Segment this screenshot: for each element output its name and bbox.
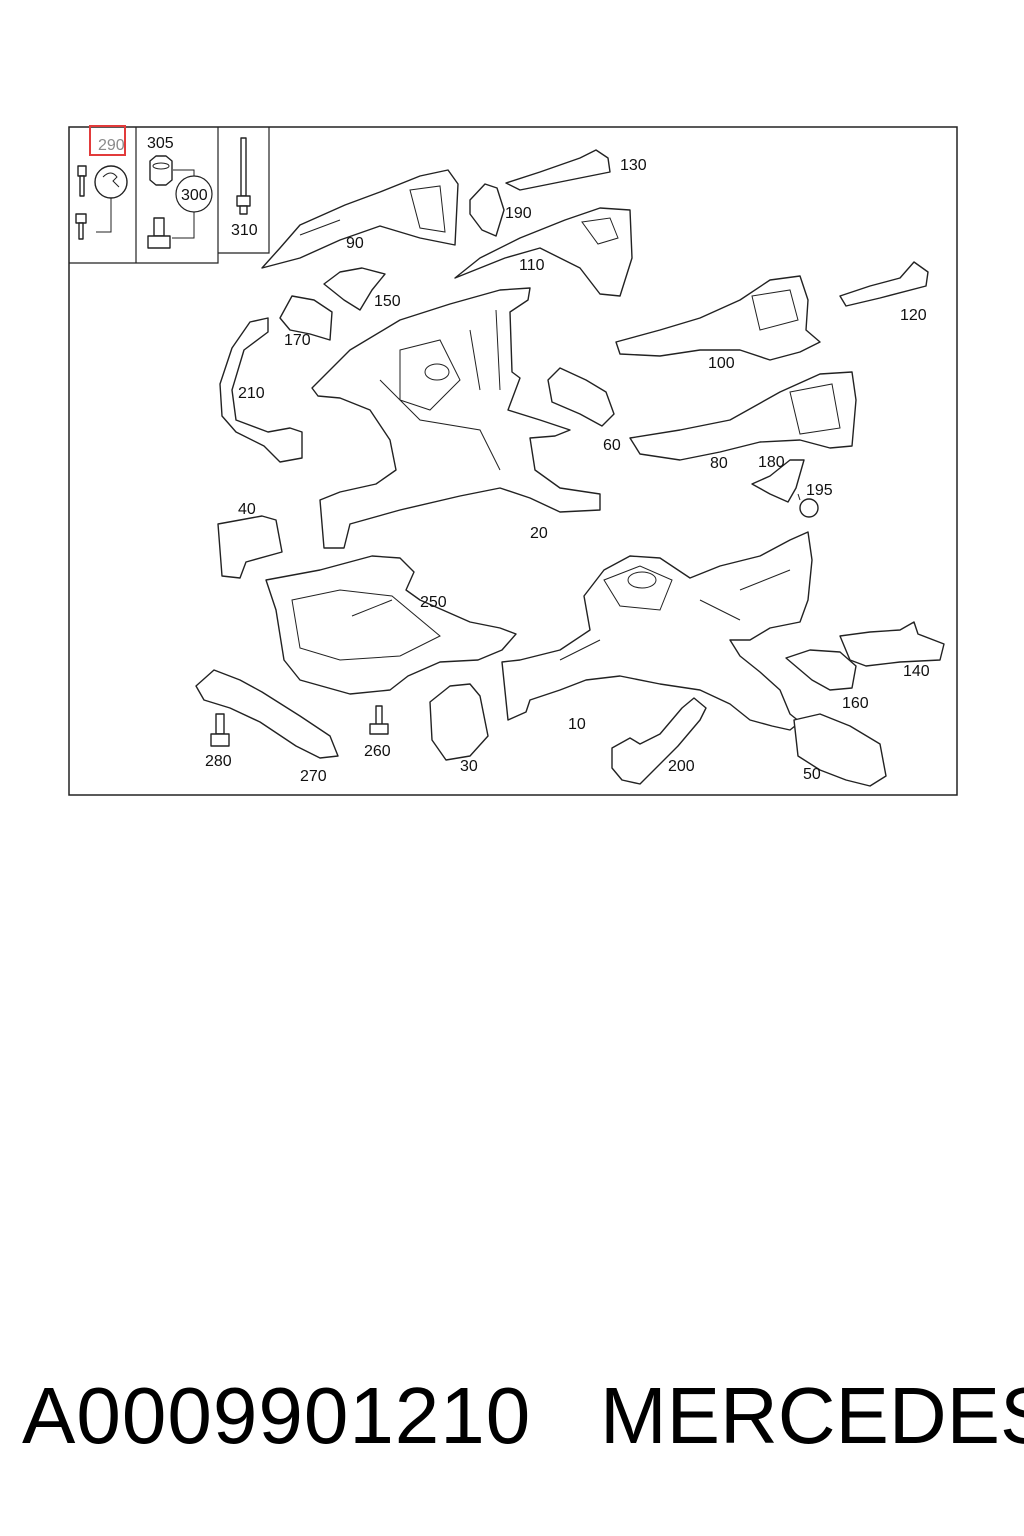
- part-60: [547, 367, 615, 427]
- callout-195[interactable]: 195: [806, 482, 833, 499]
- highlight-box[interactable]: [89, 125, 126, 156]
- bolt-300: [147, 217, 171, 249]
- part-250: [265, 555, 517, 695]
- part-195: [797, 493, 819, 518]
- part-90: [261, 169, 459, 269]
- part-180: [751, 459, 805, 503]
- callout-10[interactable]: 10: [568, 716, 586, 733]
- callout-210[interactable]: 210: [238, 385, 265, 402]
- bolt-260: [369, 705, 389, 735]
- callout-160[interactable]: 160: [842, 695, 869, 712]
- callout-120[interactable]: 120: [900, 307, 927, 324]
- callout-90[interactable]: 90: [346, 235, 364, 252]
- part-190: [469, 183, 505, 237]
- diagram-frame: [68, 126, 958, 796]
- callout-130[interactable]: 130: [620, 157, 647, 174]
- callout-80[interactable]: 80: [710, 455, 728, 472]
- part-80: [629, 371, 857, 461]
- callout-270[interactable]: 270: [300, 768, 327, 785]
- callout-170[interactable]: 170: [284, 332, 311, 349]
- callout-140[interactable]: 140: [903, 663, 930, 680]
- parts-diagram: 290 305 300 310 90 190 130 110 150: [68, 125, 958, 796]
- callout-30[interactable]: 30: [460, 758, 478, 775]
- bolt-290: [75, 165, 128, 240]
- part-130: [505, 149, 611, 191]
- callout-180[interactable]: 180: [758, 454, 785, 471]
- callout-110[interactable]: 110: [519, 257, 545, 274]
- callout-305[interactable]: 305: [147, 135, 174, 152]
- callout-190[interactable]: 190: [505, 205, 532, 222]
- part-210: [219, 317, 303, 463]
- callout-310[interactable]: 310: [231, 222, 258, 239]
- part-40: [217, 515, 283, 579]
- part-200: [611, 697, 707, 785]
- part-140: [839, 621, 945, 667]
- part-30: [429, 683, 489, 761]
- callout-20[interactable]: 20: [530, 525, 548, 542]
- part-number: A0009901210: [22, 1371, 532, 1460]
- brand-name: MERCEDES: [600, 1371, 1024, 1460]
- part-20: [311, 287, 601, 549]
- part-160: [785, 649, 857, 691]
- part-150: [323, 267, 386, 311]
- callout-200[interactable]: 200: [668, 758, 695, 775]
- bolt-280: [210, 713, 230, 747]
- part-120: [839, 261, 929, 307]
- callout-280[interactable]: 280: [205, 753, 232, 770]
- nut-305: [149, 155, 173, 186]
- callout-260[interactable]: 260: [364, 743, 391, 760]
- callout-300[interactable]: 300: [181, 187, 208, 204]
- part-100: [615, 275, 821, 361]
- leader-300: [172, 169, 195, 239]
- fastener-inset-box: [69, 127, 270, 264]
- callout-40[interactable]: 40: [238, 501, 256, 518]
- part-10: [501, 531, 813, 731]
- part-50: [793, 713, 887, 787]
- callout-250[interactable]: 250: [420, 594, 447, 611]
- callout-50[interactable]: 50: [803, 766, 821, 783]
- part-270: [195, 669, 339, 759]
- callout-290[interactable]: 290: [98, 137, 125, 154]
- callout-60[interactable]: 60: [603, 437, 621, 454]
- product-caption: A0009901210 MERCEDES: [0, 1370, 1024, 1480]
- bolt-310: [236, 137, 251, 215]
- part-170: [279, 295, 333, 341]
- callout-100[interactable]: 100: [708, 355, 735, 372]
- callout-150[interactable]: 150: [374, 293, 401, 310]
